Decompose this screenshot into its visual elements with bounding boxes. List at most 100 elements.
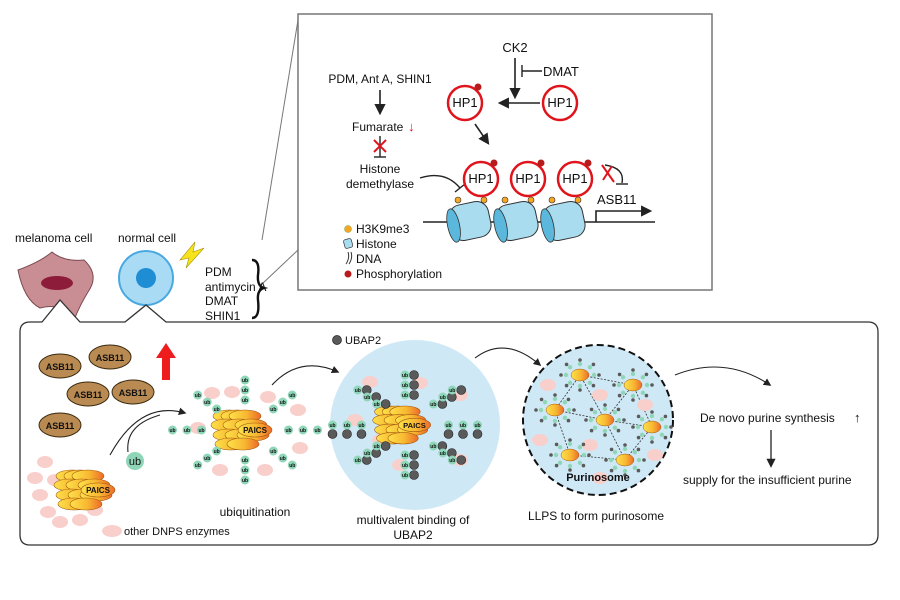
ubap2-molecule — [539, 418, 544, 423]
ub-molecule — [240, 465, 250, 475]
ub-label: ub — [195, 393, 201, 399]
ub-molecule — [602, 406, 608, 412]
h3k9me3-mark — [480, 196, 488, 204]
h3k9me3-mark — [454, 196, 462, 204]
ub-molecule — [649, 413, 655, 419]
dnps-enzyme — [592, 389, 608, 401]
hp1-label: HP1 — [468, 171, 493, 186]
fumarate-down-arrow: ↓ — [408, 119, 415, 134]
asb11-label: ASB11 — [119, 388, 148, 398]
ub-molecule — [458, 420, 468, 430]
ub-molecule — [542, 400, 548, 405]
callout-line — [261, 249, 299, 285]
paics-label: PAICS — [243, 426, 268, 435]
ubap2-molecule — [356, 429, 367, 439]
ub-molecule — [240, 375, 250, 385]
ub-molecule — [640, 390, 646, 395]
ub-label: ub — [445, 423, 451, 429]
ub-label: ub — [402, 453, 408, 459]
paics-subunit — [226, 437, 260, 451]
ubap2-molecule — [568, 438, 572, 442]
ub-molecule — [663, 424, 669, 430]
ubap2-molecule — [578, 358, 582, 362]
legend-phosphorylation: Phosphorylation — [356, 267, 442, 281]
histone-face — [446, 208, 461, 243]
ubap2-molecule — [578, 388, 582, 392]
ub-label: ub — [242, 398, 248, 404]
dna-icon — [345, 251, 353, 265]
hp1-protein — [509, 160, 547, 198]
histone-label: Histone — [360, 162, 401, 176]
ub-label: ub — [364, 451, 370, 457]
paics-stage-1: PAICS — [27, 456, 116, 528]
asb11-protein — [88, 344, 132, 370]
ub-molecule — [592, 425, 598, 430]
de-novo-synthesis-label: De novo purine synthesis — [700, 411, 835, 425]
ub-molecule — [438, 448, 448, 458]
ub-molecule — [353, 455, 363, 465]
ub-molecule — [400, 470, 410, 480]
phosphorylation-mark — [474, 83, 482, 91]
phosphorylation-mark — [584, 159, 592, 167]
ub-molecule — [577, 445, 583, 450]
hp1-label: HP1 — [562, 171, 587, 186]
ub-molecule — [562, 415, 568, 420]
ub-molecule — [644, 382, 650, 388]
ub-molecule — [659, 417, 665, 422]
ub-molecule — [636, 457, 642, 463]
dnps-enzyme — [40, 506, 56, 518]
fumarate-label: Fumarate — [352, 120, 404, 134]
ub-label: ub — [449, 458, 455, 464]
ubap2-molecule — [566, 397, 571, 402]
paics-complex — [560, 448, 580, 462]
ubap2-molecule — [380, 399, 391, 409]
hp1-protein — [446, 84, 484, 122]
ubap2-molecule — [589, 428, 594, 433]
ubap2-molecule — [663, 435, 668, 440]
legend-histone: Histone — [356, 237, 397, 251]
ub-label: ub — [214, 449, 220, 455]
ub-molecule — [278, 397, 288, 407]
legend-h3k9me3: H3K9me3 — [356, 222, 410, 236]
ubap2-molecule — [553, 393, 557, 397]
ub-label: ub — [129, 456, 141, 468]
ub-molecule — [612, 465, 618, 470]
ub-molecule — [240, 385, 250, 395]
ubap2-molecule — [616, 407, 621, 412]
asb11-protein — [38, 353, 82, 379]
paics-complex — [615, 453, 635, 467]
ub-molecule — [240, 475, 250, 485]
ubap2-molecule — [636, 468, 641, 473]
ub-label: ub — [402, 473, 408, 479]
histone-icon — [343, 238, 354, 249]
ub-label: ub — [355, 458, 361, 464]
ub-ubap2-link — [632, 384, 653, 428]
ub-label: ub — [280, 400, 286, 406]
paics-complex — [570, 368, 590, 382]
treatment-dmat: DMAT — [205, 294, 239, 308]
paics-subunit — [69, 497, 103, 511]
paics-subunit — [80, 482, 116, 498]
ubap2-molecule — [566, 418, 571, 423]
phosphorylation-mark — [537, 159, 545, 167]
ub-label: ub — [402, 373, 408, 379]
treatment-shin1: SHIN1 — [205, 309, 241, 323]
ub-molecule — [612, 425, 618, 430]
ubap2-molecule — [591, 362, 596, 367]
asb11-gene-label: ASB11 — [597, 192, 637, 207]
normal-nucleus — [136, 268, 156, 288]
ubap2-molecule — [572, 408, 576, 412]
lightning-icon — [179, 241, 205, 269]
ub-molecule — [202, 453, 212, 463]
ub-molecule — [212, 446, 222, 456]
ubap2-molecule — [589, 407, 594, 412]
asb11-label: ASB11 — [46, 421, 75, 431]
dnps-enzyme — [260, 391, 276, 403]
ub-molecule — [287, 460, 297, 470]
blocked-x-icon — [373, 139, 387, 153]
dnps-enzyme — [52, 516, 68, 528]
ub-molecule — [240, 395, 250, 405]
paics-subunit — [237, 422, 273, 438]
